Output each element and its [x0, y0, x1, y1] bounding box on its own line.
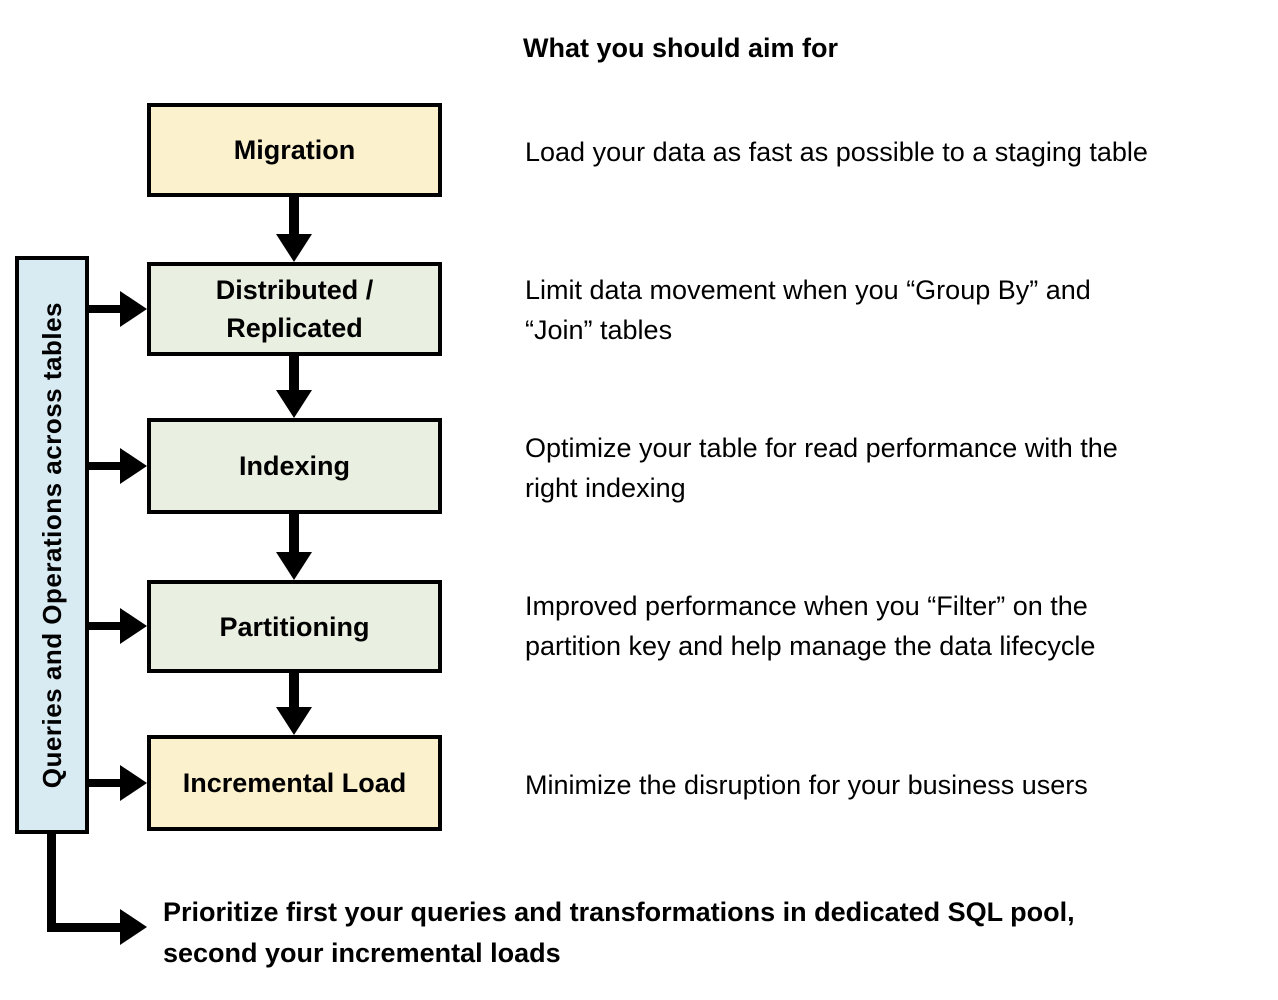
footer-arrow-vertical-shaft [47, 831, 56, 928]
down-arrow-icon [276, 707, 312, 735]
flow-box-partitioning: Partitioning [147, 580, 442, 673]
queries-operations-label: Queries and Operations across tables [36, 301, 67, 789]
flow-box-incremental-load-label: Incremental Load [182, 768, 407, 798]
connector-arrow-shaft [86, 462, 120, 470]
flow-box-distributed-replicated-label: Distributed / Replicated [215, 275, 374, 343]
right-arrow-icon [120, 909, 147, 945]
down-arrow-icon [276, 234, 312, 262]
connector-arrow-shaft [86, 779, 120, 787]
flow-box-distributed-replicated: Distributed / Replicated [147, 262, 442, 356]
flow-box-migration: Migration [147, 103, 442, 197]
footer-arrow-horizontal-shaft [47, 923, 120, 932]
flow-box-partitioning-label: Partitioning [219, 611, 370, 642]
flow-box-indexing: Indexing [147, 418, 442, 514]
down-arrow-shaft [289, 195, 299, 235]
description-migration: Load your data as fast as possible to a … [525, 137, 1148, 167]
right-arrow-icon [120, 765, 147, 801]
down-arrow-icon [276, 552, 312, 580]
flow-box-migration-label: Migration [233, 135, 356, 165]
description-partitioning: Improved performance when you “Filter” o… [525, 591, 1096, 661]
description-indexing: Optimize your table for read performance… [525, 433, 1118, 503]
diagram-title: What you should aim for [523, 33, 838, 63]
right-arrow-icon [120, 448, 147, 484]
flow-box-incremental-load: Incremental Load [147, 735, 442, 831]
flow-box-indexing-label: Indexing [238, 451, 350, 481]
queries-operations-bar: Queries and Operations across tables [15, 256, 89, 834]
connector-arrow-shaft [86, 305, 120, 313]
right-arrow-icon [120, 291, 147, 327]
description-distributed-replicated: Limit data movement when you “Group By” … [525, 275, 1091, 345]
down-arrow-icon [276, 390, 312, 418]
footer-note: Prioritize first your queries and transf… [163, 897, 1075, 968]
down-arrow-shaft [289, 354, 299, 391]
description-incremental-load: Minimize the disruption for your busines… [525, 770, 1088, 800]
right-arrow-icon [120, 608, 147, 644]
down-arrow-shaft [289, 671, 299, 708]
connector-arrow-shaft [86, 622, 120, 630]
down-arrow-shaft [289, 512, 299, 553]
